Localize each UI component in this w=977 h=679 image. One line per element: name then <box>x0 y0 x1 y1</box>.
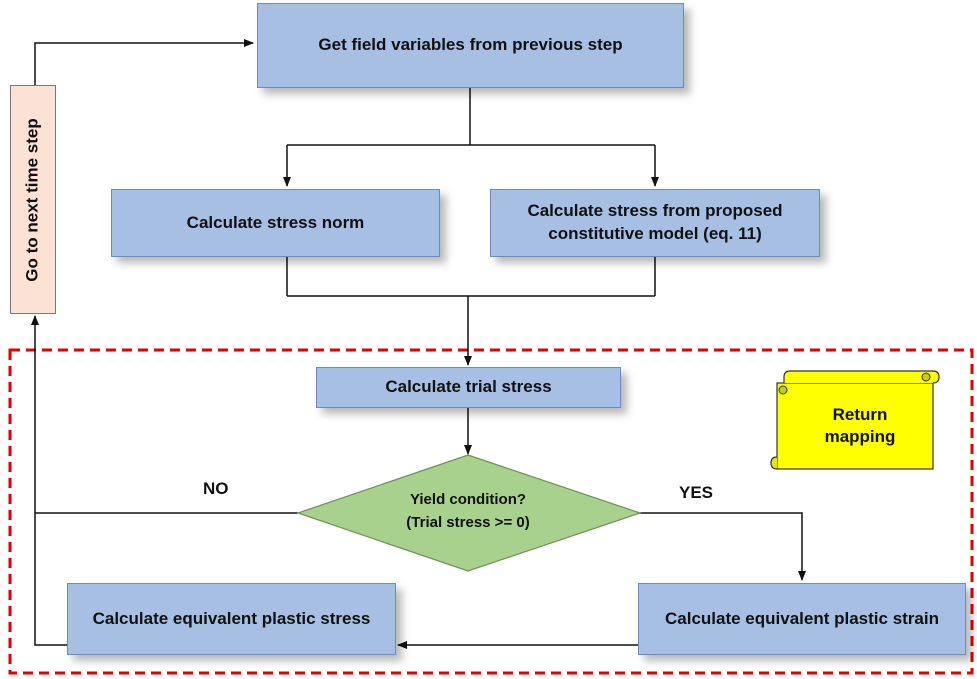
eq-plastic-strain-box: Calculate equivalent plastic strain <box>638 583 966 655</box>
get-field-variables-label: Get field variables from previous step <box>318 35 623 55</box>
arrow-to-next-step <box>31 315 68 646</box>
no-label: NO <box>203 479 229 498</box>
stress-norm-box: Calculate stress norm <box>111 189 440 257</box>
get-field-variables-box: Get field variables from previous step <box>257 3 684 88</box>
trial-stress-box: Calculate trial stress <box>316 367 621 408</box>
yield-condition-diamond <box>296 454 642 572</box>
eq-plastic-stress-label: Calculate equivalent plastic stress <box>92 608 371 628</box>
trial-stress-label: Calculate trial stress <box>385 377 552 397</box>
next-time-step-label: Go to next time step <box>23 117 43 282</box>
stress-norm-label: Calculate stress norm <box>186 212 365 232</box>
eq-plastic-stress-box: Calculate equivalent plastic stress <box>67 583 396 655</box>
return-mapping-label: Return mapping <box>810 396 910 456</box>
eq-plastic-strain-label: Calculate equivalent plastic strain <box>665 608 939 628</box>
return-mapping-region <box>8 348 974 675</box>
yield-condition-label: Yield condition? <box>409 491 527 508</box>
yield-condition-text: Yield condition? (Trial stress >= 0) <box>360 488 576 535</box>
yes-label: YES <box>679 483 714 502</box>
return-mapping-scroll <box>770 370 940 470</box>
arrow-next-step-to-get-field <box>34 39 254 85</box>
next-time-step-box: Go to next time step <box>10 85 56 314</box>
return-mapping-text: Return mapping <box>824 404 896 446</box>
stress-model-box: Calculate stress from proposed constitut… <box>490 189 820 257</box>
yield-condition-sublabel: (Trial stress >= 0) <box>406 514 530 532</box>
arrow-yes-branch <box>640 512 806 581</box>
stress-model-label: Calculate stress from proposed constitut… <box>527 201 783 243</box>
